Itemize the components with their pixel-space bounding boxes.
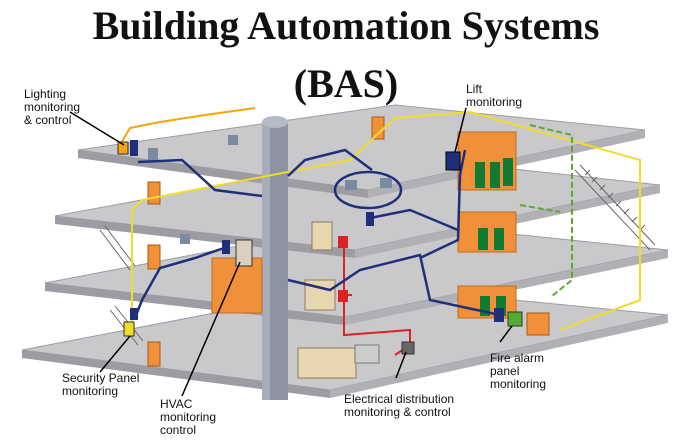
equipment-cabinets [235,221,380,379]
callout-hvac: HVAC monitoring control [160,397,217,437]
callout-leaders [69,107,513,397]
callout-fire: Fire alarm panel monitoring [490,351,547,391]
callout-electrical: Electrical distribution monitoring & con… [344,392,455,419]
lift-equipment [457,131,517,319]
diagram-title: Building Automation Systems [92,3,600,48]
doors [147,116,550,367]
lift-cable [519,124,573,297]
monitoring-devices [117,135,523,355]
lighting-cable [117,107,256,149]
callout-security: Security Panel monitoring [62,371,140,398]
callout-lighting: Lighting monitoring & control [24,87,81,127]
security-cable [131,110,641,331]
diagram-subtitle: (BAS) [293,61,399,106]
callout-lift: Lift monitoring [466,82,523,109]
central-riser [262,116,288,400]
network-cable [133,148,501,319]
